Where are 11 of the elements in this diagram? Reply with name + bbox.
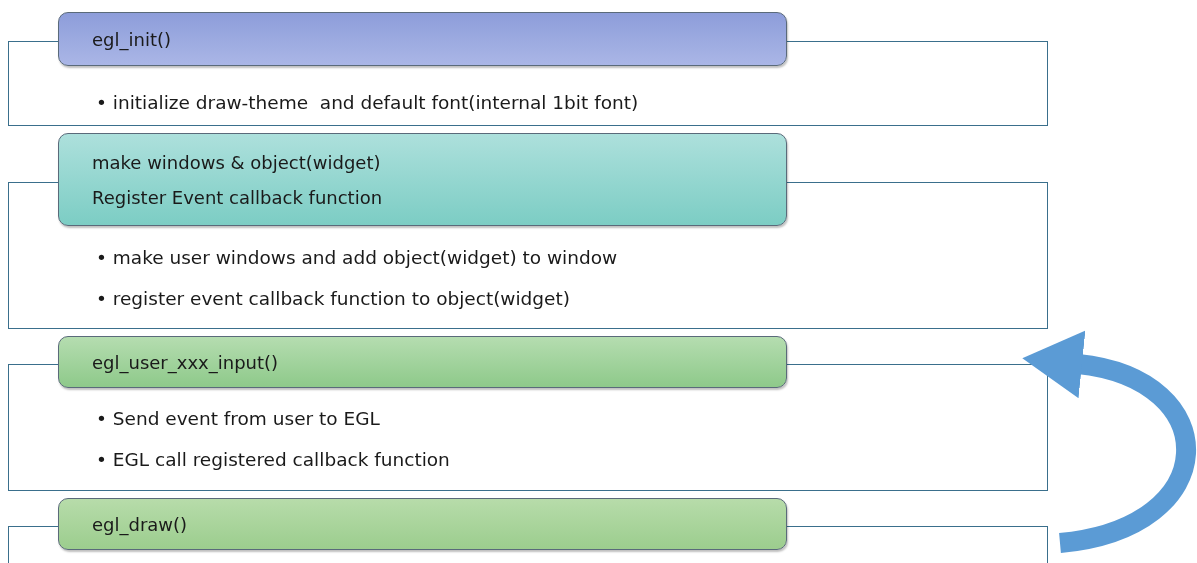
- bullet-item: • EGL call registered callback function: [96, 448, 450, 472]
- bullet-item: • Send event from user to EGL: [96, 407, 381, 431]
- header-text: egl_user_xxx_input(): [92, 351, 280, 373]
- header-text: Register Event callback function: [92, 186, 384, 208]
- bullet-item: • register event callback function to object(widget): [96, 287, 571, 311]
- header-text: make windows & object(widget): [92, 151, 382, 173]
- bullet-item: • make user windows and add object(widget) to window: [96, 246, 618, 270]
- header-text: egl_draw(): [92, 513, 189, 535]
- curved-arrow: [1023, 331, 1196, 553]
- header-text: egl_init(): [92, 28, 172, 50]
- bullet-item: • initialize draw-theme and default font(internal 1bit font): [96, 91, 639, 115]
